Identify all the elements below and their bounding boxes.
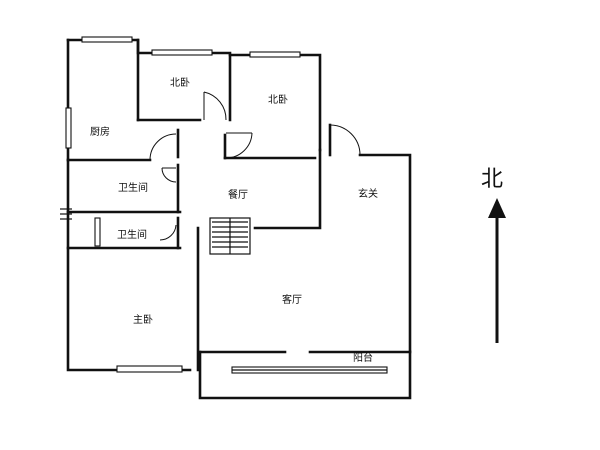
- room-label-entrance: 玄关: [358, 187, 378, 200]
- room-label-north-bedroom-1: 北卧: [170, 76, 190, 89]
- doors: [149, 91, 361, 241]
- room-label-balcony: 阳台: [353, 351, 373, 364]
- windows: [60, 36, 388, 374]
- room-label-living: 客厅: [282, 293, 302, 306]
- room-label-bathroom-1: 卫生间: [118, 181, 148, 194]
- room-label-master-bedroom: 主卧: [133, 313, 153, 326]
- room-label-bathroom-2: 卫生间: [117, 228, 147, 241]
- shaft-hatch: [209, 217, 251, 255]
- room-labels: 厨房 北卧 北卧 卫生间 卫生间 餐厅 玄关 客厅 主卧 阳台: [90, 76, 378, 364]
- room-label-north-bedroom-2: 北卧: [268, 93, 288, 106]
- north-arrow: 北: [481, 167, 506, 343]
- north-label: 北: [481, 167, 503, 192]
- room-label-dining: 餐厅: [228, 188, 248, 201]
- arrow-up-icon: [488, 198, 506, 218]
- walls: [66, 38, 412, 400]
- room-label-kitchen: 厨房: [90, 125, 110, 138]
